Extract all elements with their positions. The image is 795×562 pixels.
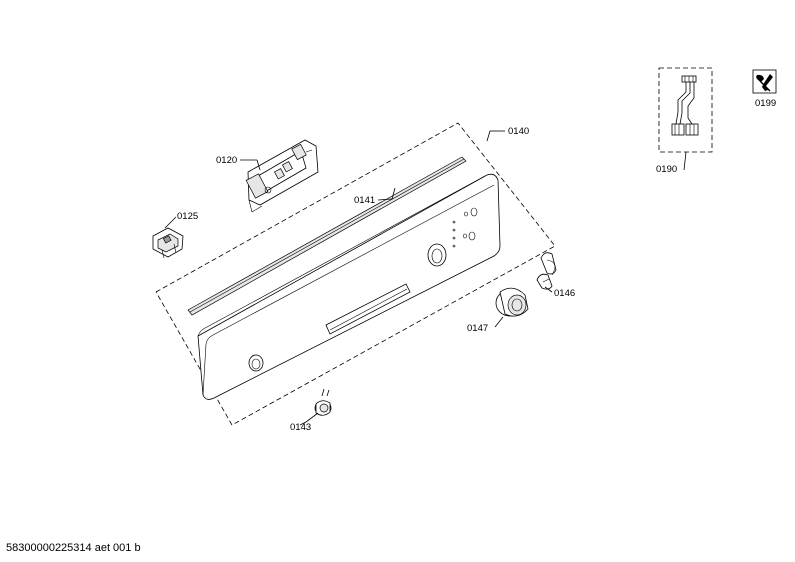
label-0125: 0125: [177, 211, 198, 222]
label-0120: 0120: [216, 155, 237, 166]
part-0190-wiring-harness[interactable]: [658, 67, 713, 153]
part-0120-electronic-module[interactable]: [245, 139, 319, 213]
panel-button-opening: [248, 354, 264, 372]
label-0141: 0141: [354, 195, 375, 206]
label-0199: 0199: [755, 98, 776, 109]
leader-lines: [164, 130, 687, 426]
label-0147: 0147: [467, 323, 488, 334]
wrench-screwdriver-icon: [752, 69, 777, 94]
part-0147-knob[interactable]: [495, 287, 529, 317]
part-0141-trim-strip[interactable]: [187, 156, 467, 316]
label-0140: 0140: [508, 126, 529, 137]
panel-knob-opening: [427, 243, 447, 267]
panel-handle-recess: [325, 283, 411, 335]
part-0143-button[interactable]: [314, 388, 332, 416]
drawing-id: 58300000225314 aet 001 b: [6, 542, 141, 554]
label-0143: 0143: [290, 422, 311, 433]
control-panel-fascia[interactable]: [197, 173, 501, 400]
part-0125-clip[interactable]: [152, 227, 184, 259]
part-0146-connector[interactable]: [536, 252, 557, 290]
label-0190: 0190: [656, 164, 677, 175]
label-0146: 0146: [554, 288, 575, 299]
